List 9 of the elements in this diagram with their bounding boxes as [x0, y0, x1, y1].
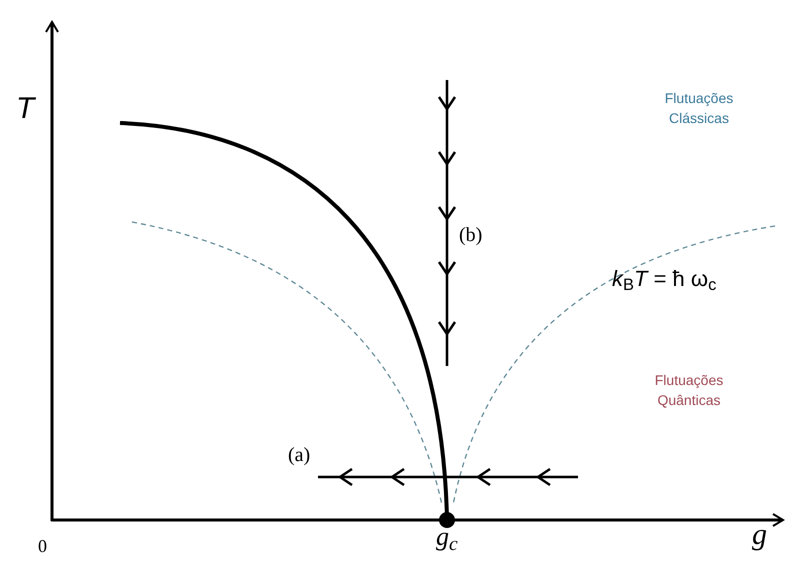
flow-label: (a) [288, 443, 310, 468]
axis-label: g [752, 517, 767, 553]
region-label: Flutuações Clássicas [664, 89, 734, 128]
critical-point-label: g$_{c}$ [436, 522, 458, 552]
region-label: Flutuações Quânticas [654, 371, 724, 410]
origin-label: 0 [38, 535, 47, 558]
axis-label: T [16, 91, 34, 127]
flow-label: (b) [459, 223, 482, 248]
crossover-formula: k$_{B}$T = ħ ω$_{c}$ [612, 265, 716, 295]
